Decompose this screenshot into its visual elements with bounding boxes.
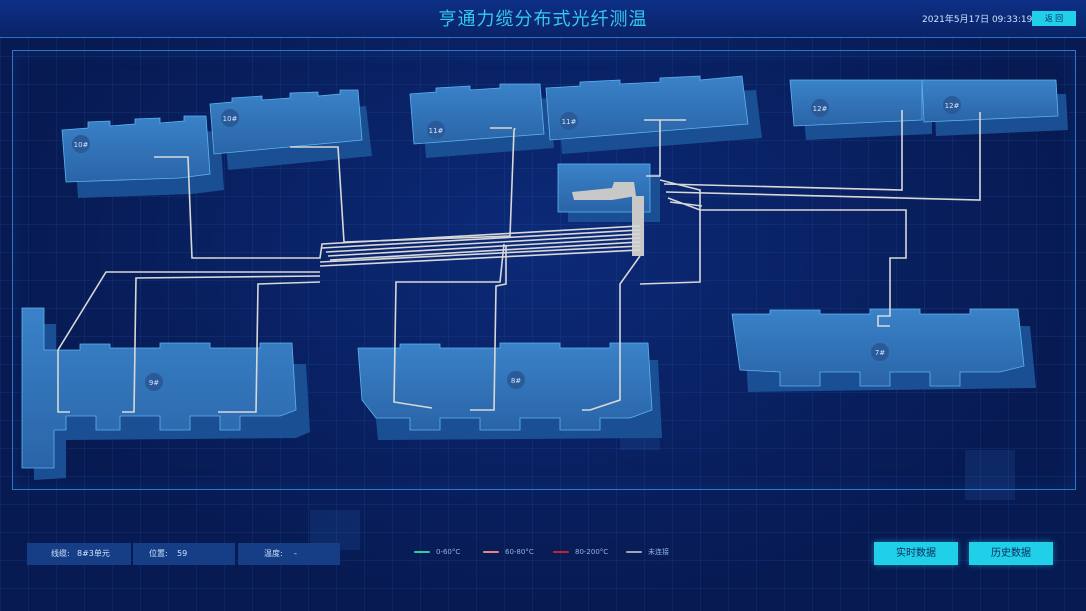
temperature-value: - [294,549,297,558]
cable-line [321,229,641,249]
cable-line [319,245,641,263]
cable-line [667,197,907,327]
building-12a[interactable]: 12# [789,79,932,140]
cable-line [329,241,641,261]
position-value: 59 [177,549,188,558]
header-divider [0,37,1086,38]
building-12b[interactable]: 12# [921,79,1068,136]
cable-routes [57,110,981,413]
realtime-data-button[interactable]: 实时数据 [874,542,958,565]
datetime-display: 2021年5月17日 09:33:19 [922,15,1033,25]
cable-label: 线缆: [51,549,70,558]
cable-line [57,271,320,413]
cable-line [122,275,321,413]
legend-swatch [553,551,569,553]
building-8[interactable]: 8# [357,342,662,440]
legend-label: 0-60°C [436,548,461,556]
cable-value: 8#3单元 [77,549,110,558]
cable-line [665,112,981,201]
decor-tile [965,450,1015,500]
legend-swatch [414,551,430,553]
history-data-button[interactable]: 历史数据 [969,542,1053,565]
cable-info-box: 线缆: 8#3单元 [27,543,131,565]
cable-line [325,233,641,253]
cable-line [644,119,686,177]
header-bar [0,0,1086,38]
building-label: 10# [223,115,238,123]
building-10b[interactable]: 10# [209,89,372,170]
temperature-label: 温度: [264,549,283,558]
building-label: 7# [875,349,885,357]
cable-line [327,237,641,257]
back-button[interactable]: 返 回 [1032,11,1076,26]
building-label: 11# [562,118,577,126]
cable-line [290,127,516,243]
cable-line [218,281,321,413]
temperature-info-box: 温度: - [238,543,340,565]
map-frame [12,50,1076,490]
building-label: 12# [945,102,960,110]
building-10a[interactable]: 10# [61,115,224,198]
legend-label: 80-200°C [575,548,609,556]
legend-label: 未连接 [648,548,669,556]
building-label: 10# [74,141,89,149]
cable-line [582,255,641,411]
legend-label: 60-80°C [505,548,534,556]
building-label: 12# [813,105,828,113]
cable-line [669,201,703,207]
page-title: 亨通力缆分布式光纤测温 [438,9,648,30]
legend-swatch [626,551,642,553]
building-label: 9# [149,379,159,387]
cable-line [393,243,505,409]
building-11a[interactable]: 11# [409,83,554,158]
position-label: 位置: [149,549,168,558]
legend-swatch [483,551,499,553]
central-hub[interactable] [557,163,660,256]
building-7[interactable]: 7# [731,308,1036,392]
cable-line [319,249,641,267]
building-label: 11# [429,127,444,135]
building-9[interactable]: 9# [21,307,310,480]
position-info-box: 位置: 59 [133,543,235,565]
building-11b[interactable]: 11# [545,75,762,154]
cable-line [663,110,903,191]
cable-line [470,246,507,411]
building-label: 8# [511,377,521,385]
